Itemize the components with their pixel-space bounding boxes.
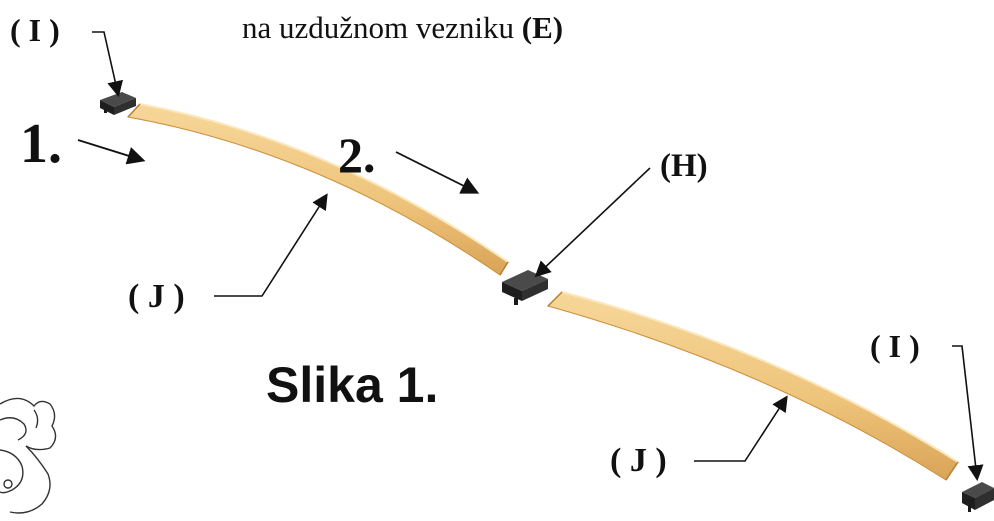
leader-j-right (694, 395, 788, 462)
connector-cap-h (502, 270, 548, 305)
leader-lines (77, 31, 984, 482)
header-description: na uzdužnom vezniku (242, 10, 515, 45)
step-1-arrow (77, 139, 146, 165)
step-2-label: 2. (338, 127, 376, 183)
leader-i-top (92, 31, 123, 98)
label-j-left: ( J ) (128, 278, 185, 315)
end-cap-i-bottom (962, 482, 994, 512)
label-h: (H) (660, 148, 708, 184)
leader-j-left (214, 193, 328, 297)
end-cap-i-top (100, 92, 136, 115)
label-i-top: ( I ) (10, 12, 60, 48)
hand-sketch (0, 397, 57, 514)
header-text: na uzdužnom vezniku (E) (242, 12, 563, 43)
header-code: (E) (521, 10, 564, 45)
step-1-label: 1. (20, 113, 62, 175)
leader-h (534, 167, 651, 278)
step-2-arrow (395, 151, 480, 194)
label-i-bottom: ( I ) (870, 328, 920, 364)
figure-caption: Slika 1. (266, 357, 439, 413)
wooden-slat-left (127, 103, 509, 276)
wooden-slat-right (547, 291, 959, 481)
leader-i-bottom (952, 345, 984, 482)
label-j-right: ( J ) (610, 442, 667, 479)
